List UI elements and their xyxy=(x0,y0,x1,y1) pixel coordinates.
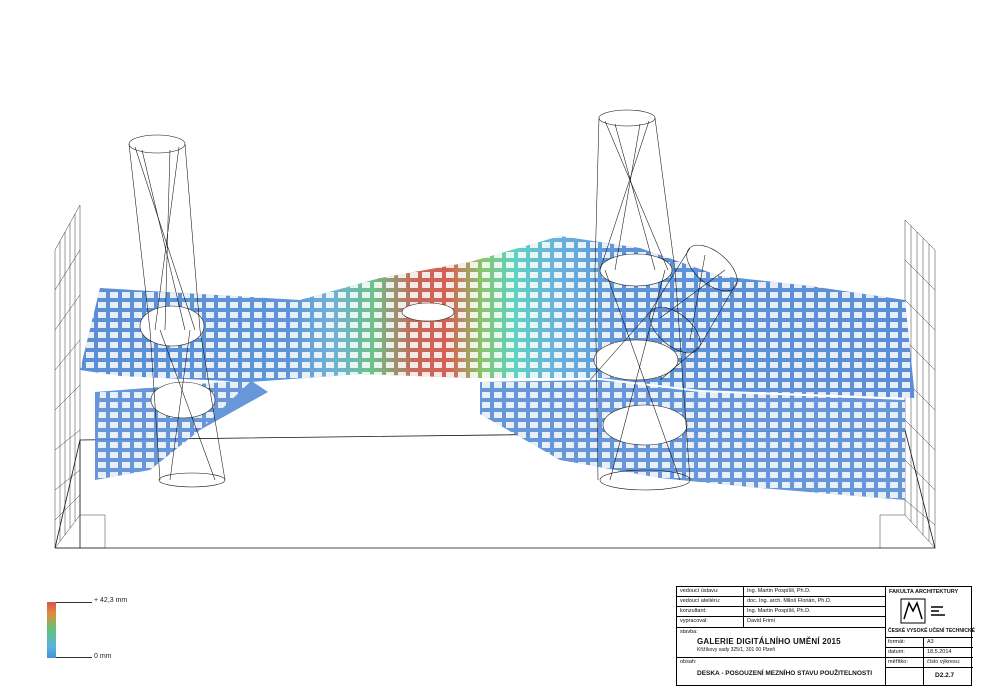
date-label: datum: xyxy=(888,649,905,655)
tb-row-label: vypracoval: xyxy=(680,618,708,624)
tb-obsah-label: obsah: xyxy=(680,659,697,665)
left-wall-grid xyxy=(54,204,106,549)
sheet-label: číslo výkresu: xyxy=(927,659,961,665)
tb-row-value: doc. Ing. arch. Miloš Florián, Ph.D. xyxy=(747,598,832,604)
project-title: GALERIE DIGITÁLNÍHO UMĚNÍ 2015 xyxy=(697,637,841,646)
tb-row-label: vedoucí ateliéru: xyxy=(680,598,721,604)
date-value: 18.5.2014 xyxy=(927,649,952,655)
tb-row-value: Ing. Martin Pospíšil, Ph.D. xyxy=(747,608,811,614)
sheet-number: D2.2.7 xyxy=(935,672,955,679)
title-block: vedoucí ústavu: Ing. Martin Pospíšil, Ph… xyxy=(676,586,975,686)
legend-max-label: + 42,3 mm xyxy=(94,597,128,604)
structural-slab-deflection-drawing xyxy=(54,109,936,549)
tb-row-label: konzultant: xyxy=(680,608,707,614)
format-label: formát: xyxy=(888,639,906,645)
tb-row-value: David Frimi xyxy=(747,618,775,624)
content-title: DESKA - POSOUZENÍ MEZNÍHO STAVU POUŽITEL… xyxy=(697,670,873,677)
legend-min-label: 0 mm xyxy=(94,653,112,660)
format-value: A3 xyxy=(927,639,934,645)
tb-row-label: vedoucí ústavu: xyxy=(680,588,719,594)
legend-tick-min xyxy=(56,657,92,658)
faculty-name: FAKULTA ARCHITEKTURY xyxy=(889,589,959,595)
faculty-logo-icon xyxy=(900,598,945,624)
slab-grid-pattern xyxy=(80,236,915,500)
legend-color-bar xyxy=(47,602,56,658)
deflection-legend: + 42,3 mm 0 mm xyxy=(40,596,160,666)
project-address: Křižíkovy sady 325/1, 301 00 Plzeň xyxy=(697,647,776,653)
legend-tick-max xyxy=(56,602,92,603)
university-name: ČESKÉ VYSOKÉ UČENÍ TECHNICKÉ xyxy=(888,628,975,634)
wireframe-columns xyxy=(128,109,738,491)
slab-openings xyxy=(139,253,688,446)
scale-label: měřítko: xyxy=(888,659,908,665)
tb-row-value: Ing. Martin Pospíšil, Ph.D. xyxy=(747,588,811,594)
tb-stavba-label: stavba: xyxy=(680,629,698,635)
